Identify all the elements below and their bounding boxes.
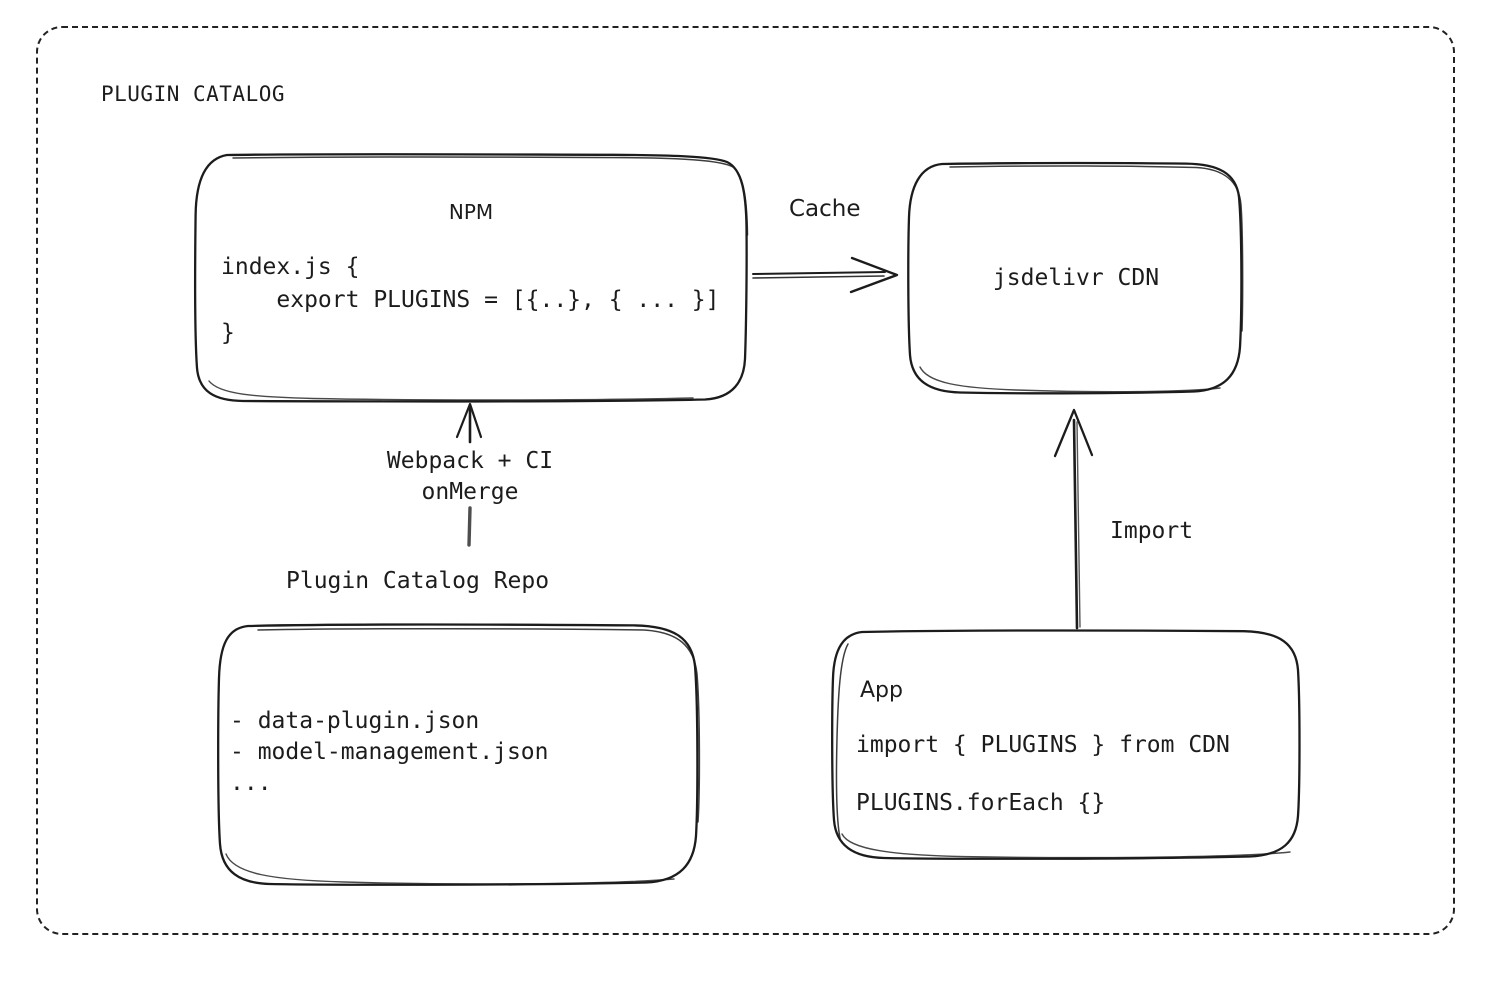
npm-code-line-1: index.js { [221, 254, 360, 280]
jsdelivr-cdn-node-title: jsdelivr CDN [992, 265, 1160, 291]
repo-item-2: - model-management.json [230, 739, 549, 765]
edge-label-cache: Cache [789, 196, 861, 222]
edge-label-webpack-ci: Webpack + CI [386, 448, 554, 474]
app-node[interactable]: App import { PLUGINS } from CDN PLUGINS.… [824, 628, 1302, 860]
edge-label-onmerge: onMerge [421, 479, 519, 505]
plugin-catalog-repo-node[interactable]: - data-plugin.json - model-management.js… [214, 622, 702, 888]
npm-node-outline [193, 153, 749, 403]
npm-node-title: NPM [448, 200, 494, 224]
repo-item-1: - data-plugin.json [230, 708, 480, 734]
app-node-outline [831, 629, 1301, 860]
app-code-line-2: PLUGINS.forEach {} [856, 790, 1106, 816]
repo-item-3: ... [230, 770, 272, 796]
plugin-catalog-group-frame [36, 26, 1455, 935]
npm-code-line-3: } [221, 320, 235, 346]
jsdelivr-cdn-node-outline [907, 161, 1244, 395]
jsdelivr-cdn-node[interactable]: jsdelivr CDN [906, 161, 1246, 395]
app-node-title: App [860, 678, 903, 703]
npm-code-line-2: export PLUGINS = [{..}, { ... }] [221, 287, 720, 313]
npm-node[interactable]: NPM index.js { export PLUGINS = [{..}, {… [193, 153, 749, 403]
app-code-line-1: import { PLUGINS } from CDN [856, 732, 1230, 758]
plugin-catalog-repo-node-outline [217, 623, 701, 886]
plugin-catalog-repo-label: Plugin Catalog Repo [286, 568, 550, 594]
edge-label-import: Import [1110, 518, 1194, 544]
plugin-catalog-group-title: PLUGIN CATALOG [101, 82, 286, 106]
